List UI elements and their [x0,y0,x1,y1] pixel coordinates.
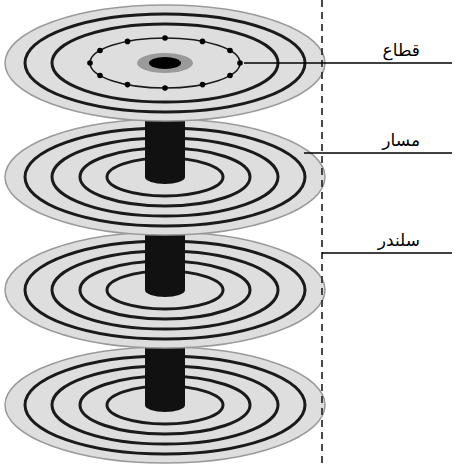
leader-line [244,62,452,64]
leader-line [304,152,452,154]
spindle [145,398,185,412]
part-label: قطاع [383,40,420,60]
hub [149,57,181,69]
cylinder-line [321,0,323,468]
part-label: مسار [382,130,420,150]
leader-line [322,252,452,254]
sector-dots [87,35,243,91]
spindle [145,283,185,297]
sector-ring [90,38,240,88]
part-label: سلندر [378,230,420,250]
spindle [145,170,185,184]
hub [137,53,193,73]
